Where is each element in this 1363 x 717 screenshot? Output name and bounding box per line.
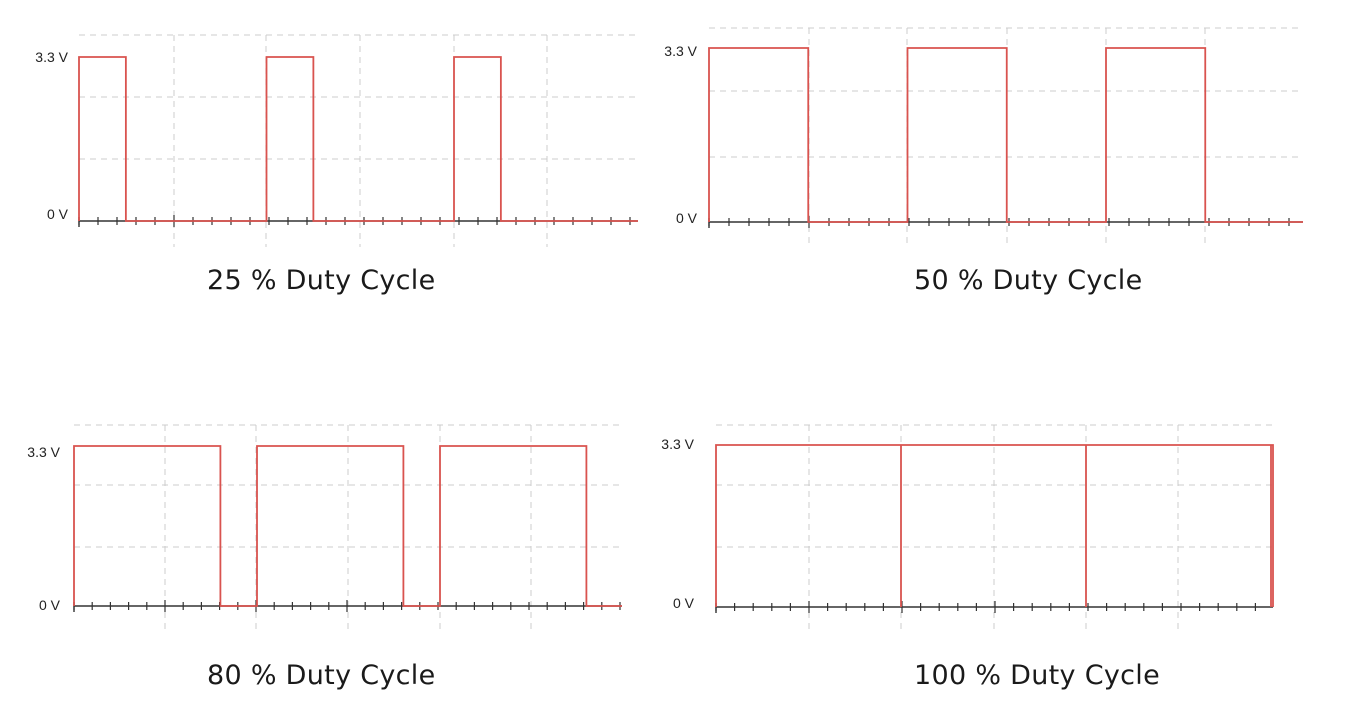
pwm-waveform (708, 47, 1303, 223)
y-tick-label-low: 0 V (39, 597, 61, 613)
chart-title-50: 50 % Duty Cycle (914, 265, 1143, 296)
chart-panel-25: 3.3 V 0 V 25 % Duty Cycle (0, 0, 660, 320)
waveform-chart-80: 3.3 V 0 V (27, 424, 622, 632)
pwm-waveform (78, 56, 638, 222)
y-tick-label-low: 0 V (676, 210, 698, 226)
y-tick-label-high: 3.3 V (664, 43, 697, 59)
chart-title-25: 25 % Duty Cycle (207, 265, 436, 296)
pwm-waveform (73, 445, 622, 607)
y-tick-label-low: 0 V (673, 595, 695, 611)
chart-panel-50: 3.3 V 0 V 50 % Duty Cycle (0, 0, 1363, 320)
waveform-chart-50: 3.3 V 0 V (664, 27, 1303, 248)
y-tick-label-low: 0 V (47, 206, 69, 222)
chart-title-80: 80 % Duty Cycle (207, 660, 436, 691)
chart-panel-80: 3.3 V 0 V 80 % Duty Cycle (0, 0, 660, 717)
waveform-chart-100: 3.3 V 0 V (661, 424, 1274, 633)
y-tick-label-high: 3.3 V (27, 444, 60, 460)
y-tick-label-high: 3.3 V (35, 49, 68, 65)
chart-title-100: 100 % Duty Cycle (914, 660, 1160, 691)
pwm-waveform (715, 444, 1274, 607)
y-tick-label-high: 3.3 V (661, 436, 694, 452)
waveform-chart-25: 3.3 V 0 V (35, 34, 638, 247)
